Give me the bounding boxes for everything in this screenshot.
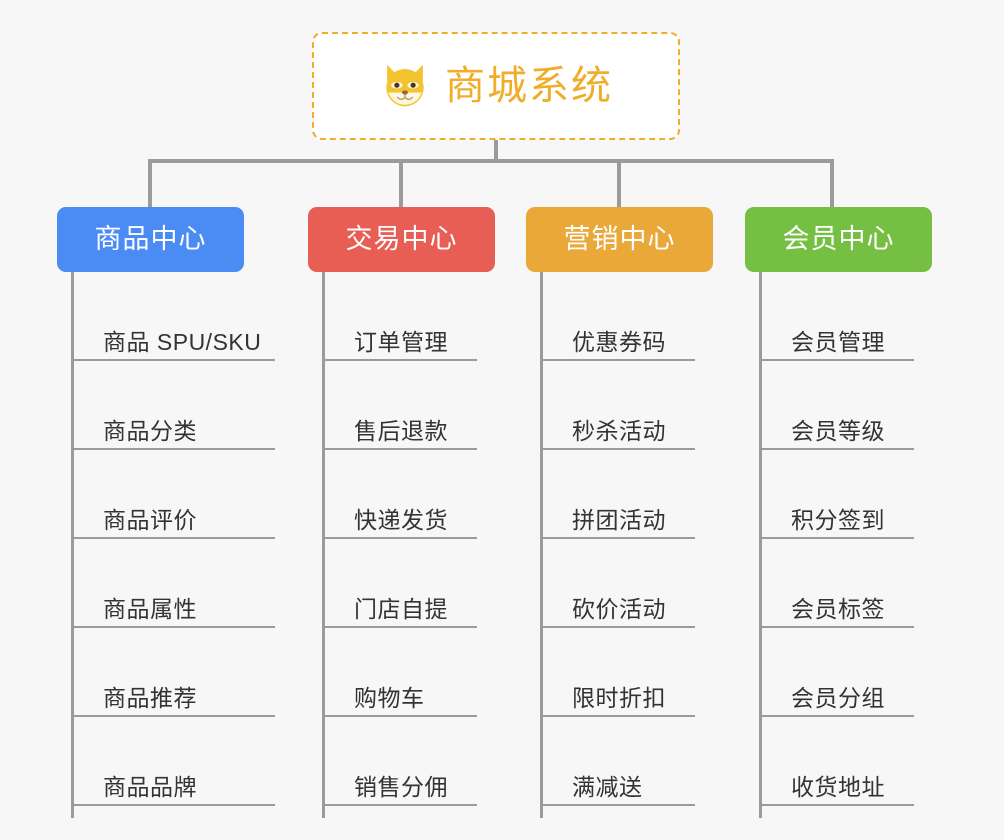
leaf-label: 砍价活动 [572,595,666,622]
leaf-label: 售后退款 [354,417,448,444]
leaf-label: 优惠券码 [572,328,666,355]
list-item[interactable]: 会员管理 [759,272,914,361]
shiba-dog-face-icon [386,64,424,107]
leaf-column-1: 商品 SPU/SKU 商品分类 商品评价 商品属性 商品推荐 商品品牌 [71,272,275,806]
leaf-label: 商品 SPU/SKU [103,328,262,355]
leaf-spine-4 [759,272,762,818]
leaf-label: 拼团活动 [572,506,666,533]
leaf-label: 会员等级 [791,417,885,444]
leaf-label: 满减送 [572,773,643,800]
list-item[interactable]: 销售分佣 [322,717,477,806]
list-item[interactable]: 商品 SPU/SKU [71,272,275,361]
leaf-label: 商品属性 [103,595,197,622]
list-item[interactable]: 门店自提 [322,539,477,628]
root-node[interactable]: 商城系统 [312,32,680,140]
list-item[interactable]: 商品推荐 [71,628,275,717]
list-item[interactable]: 快递发货 [322,450,477,539]
list-item[interactable]: 商品分类 [71,361,275,450]
category-box-2[interactable]: 交易中心 [308,207,495,272]
list-item[interactable]: 商品评价 [71,450,275,539]
leaf-spine-3 [540,272,543,818]
leaf-label: 收货地址 [791,773,885,800]
leaf-spine-2 [322,272,325,818]
leaf-column-4: 会员管理 会员等级 积分签到 会员标签 会员分组 收货地址 [759,272,914,806]
leaf-label: 商品品牌 [103,773,197,800]
list-item[interactable]: 会员分组 [759,628,914,717]
list-item[interactable]: 砍价活动 [540,539,695,628]
leaf-label: 积分签到 [791,506,885,533]
list-item[interactable]: 满减送 [540,717,695,806]
list-item[interactable]: 秒杀活动 [540,361,695,450]
leaf-label: 商品评价 [103,506,197,533]
leaf-label: 购物车 [354,684,425,711]
leaf-label: 秒杀活动 [572,417,666,444]
leaf-label: 商品分类 [103,417,197,444]
connector-drop-1 [148,159,152,207]
category-label-3: 营销中心 [563,224,676,254]
category-box-3[interactable]: 营销中心 [526,207,713,272]
connector-root-stem [494,140,498,162]
category-label-2: 交易中心 [345,224,458,254]
leaf-label: 限时折扣 [572,684,666,711]
category-box-1[interactable]: 商品中心 [57,207,244,272]
root-label: 商城系统 [445,64,613,108]
connector-drop-4 [830,159,834,207]
leaf-spine-1 [71,272,74,818]
category-box-4[interactable]: 会员中心 [745,207,932,272]
list-item[interactable]: 会员标签 [759,539,914,628]
leaf-label: 商品推荐 [103,684,197,711]
list-item[interactable]: 商品属性 [71,539,275,628]
list-item[interactable]: 限时折扣 [540,628,695,717]
list-item[interactable]: 拼团活动 [540,450,695,539]
list-item[interactable]: 商品品牌 [71,717,275,806]
leaf-label: 会员标签 [791,595,885,622]
leaf-label: 门店自提 [354,595,448,622]
leaf-label: 销售分佣 [354,773,448,800]
connector-horizontal-bus [148,159,834,163]
leaf-label: 会员管理 [791,328,885,355]
list-item[interactable]: 优惠券码 [540,272,695,361]
category-label-1: 商品中心 [94,224,207,254]
leaf-label: 订单管理 [354,328,448,355]
list-item[interactable]: 售后退款 [322,361,477,450]
connector-drop-2 [399,159,403,207]
list-item[interactable]: 会员等级 [759,361,914,450]
list-item[interactable]: 收货地址 [759,717,914,806]
leaf-column-3: 优惠券码 秒杀活动 拼团活动 砍价活动 限时折扣 满减送 [540,272,695,806]
leaf-column-2: 订单管理 售后退款 快递发货 门店自提 购物车 销售分佣 [322,272,477,806]
list-item[interactable]: 订单管理 [322,272,477,361]
connector-drop-3 [617,159,621,207]
list-item[interactable]: 积分签到 [759,450,914,539]
list-item[interactable]: 购物车 [322,628,477,717]
category-label-4: 会员中心 [782,224,895,254]
leaf-label: 会员分组 [791,684,885,711]
leaf-label: 快递发货 [354,506,448,533]
